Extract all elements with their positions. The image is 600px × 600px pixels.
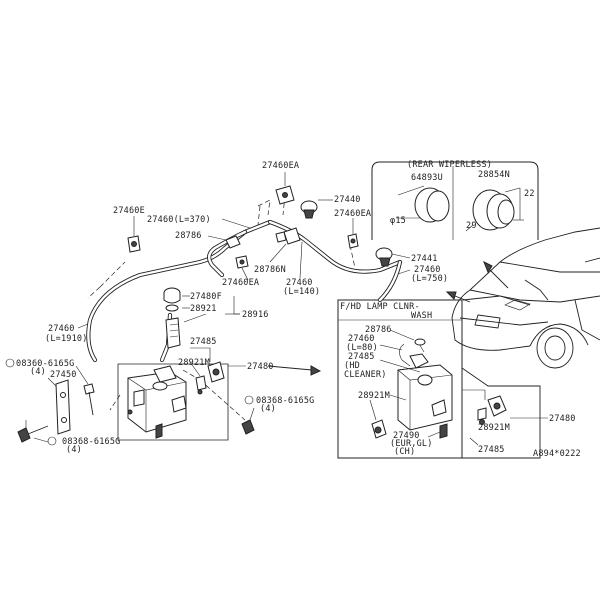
nozzle-27440: [300, 199, 333, 219]
label-08368-6165g-c: 08368-6165G: [256, 396, 315, 406]
label-27480-right: 27480: [549, 414, 576, 424]
cap-64893u-drawing: [396, 185, 450, 223]
label-28921: 28921: [190, 304, 217, 314]
tank-inset-drawing: [397, 338, 453, 439]
nozzle-27441: [375, 247, 411, 267]
connector-28786: [207, 235, 241, 249]
rear-wiperless-title: (REAR WIPERLESS): [407, 160, 492, 170]
label-08368-c-qty: (4): [260, 404, 276, 414]
pump-28921m-inset-left: [369, 399, 387, 439]
hdlamp-title-line1: F/HD LAMP CLNR-: [340, 302, 420, 312]
label-08368-b-qty: (4): [66, 445, 82, 455]
label-27460ea-right: 27460EA: [334, 209, 371, 219]
label-08368-6165g-b: 08368-6165G: [62, 437, 121, 447]
headlamp-cleaner-inset: F/HD LAMP CLNR- WASH 28786 27460 (L=80) …: [337, 299, 463, 459]
joint-28786n: [269, 227, 301, 263]
hdlamp-title-line2: WASH: [411, 311, 432, 321]
label-27440: 27440: [334, 195, 361, 205]
label-28921m: 28921M: [178, 358, 210, 368]
label-27460-l750: 27460: [414, 265, 441, 275]
clip-27460ea-right: [347, 218, 359, 249]
bolt-08360-a: [75, 365, 95, 416]
label-27490: 27490: [393, 431, 420, 441]
bracket-27450: [47, 377, 71, 435]
label-27485: 27485: [190, 337, 217, 347]
label-27460-l80: 27460: [348, 334, 375, 344]
grommet-28854n-drawing: [465, 187, 524, 232]
label-27480f: 27480F: [190, 292, 222, 302]
clip-27460ea-top: [275, 172, 295, 205]
label-l140: (L=140): [283, 287, 320, 297]
label-28921m-inset-a: 28921M: [358, 391, 390, 401]
label-cleaner: CLEANER): [344, 370, 387, 380]
rear-inset-frame: [371, 161, 539, 240]
label-08360-6165g: 08360-6165G: [16, 359, 75, 369]
bolt-08368-b: [17, 420, 49, 443]
label-l80: (L=80): [346, 343, 378, 353]
label-28916: 28916: [242, 310, 269, 320]
pump-27485: [189, 347, 225, 395]
label-28786: 28786: [175, 231, 202, 241]
label-27460e: 27460E: [113, 206, 145, 216]
label-27485-right: 27485: [478, 445, 505, 455]
label-28921m-right: 28921M: [478, 423, 510, 433]
label-l1910: (L=1910): [45, 334, 88, 344]
label-27460-l1910: 27460: [48, 324, 75, 334]
label-08360-qty: (4): [30, 367, 46, 377]
label-27460ea-top: 27460EA: [262, 161, 299, 171]
label-28786-inset: 28786: [365, 325, 392, 335]
bolt-08368-c: [241, 407, 255, 435]
right-pump-group: 28921M 27485 27480: [338, 367, 576, 459]
washer-tank-main: [117, 363, 229, 441]
label-64893u: 64893U: [411, 173, 443, 183]
clip-27460ea-mid: [235, 255, 249, 281]
label-27460ea-mid: 27460EA: [222, 278, 259, 288]
reference-code: A894*0222: [533, 449, 581, 459]
rear-wiperless-inset: (REAR WIPERLESS) 64893U φ15 28854N 22 29: [371, 160, 539, 240]
car-front-illustration: [445, 227, 600, 369]
label-eur-gl: (EUR,GL): [390, 439, 433, 449]
label-27460-l140: 27460: [286, 278, 313, 288]
label-28854n: 28854N: [478, 170, 510, 180]
label-27480-main: 27480: [247, 362, 274, 372]
label-ch: (CH): [394, 447, 415, 457]
dim-phi15: φ15: [390, 216, 406, 226]
clip-27460e: [127, 216, 141, 253]
filler-cap-27480f: [163, 287, 207, 349]
label-27450: 27450: [50, 370, 77, 380]
dim-29: 29: [466, 221, 477, 231]
label-l750: (L=750): [411, 274, 448, 284]
label-28786n: 28786N: [254, 265, 286, 275]
label-27460-l370: 27460(L=370): [147, 215, 211, 225]
label-hd: (HD: [344, 361, 360, 371]
dim-22: 22: [524, 189, 535, 199]
label-27441: 27441: [411, 254, 438, 264]
label-27485-inset: 27485: [348, 352, 375, 362]
